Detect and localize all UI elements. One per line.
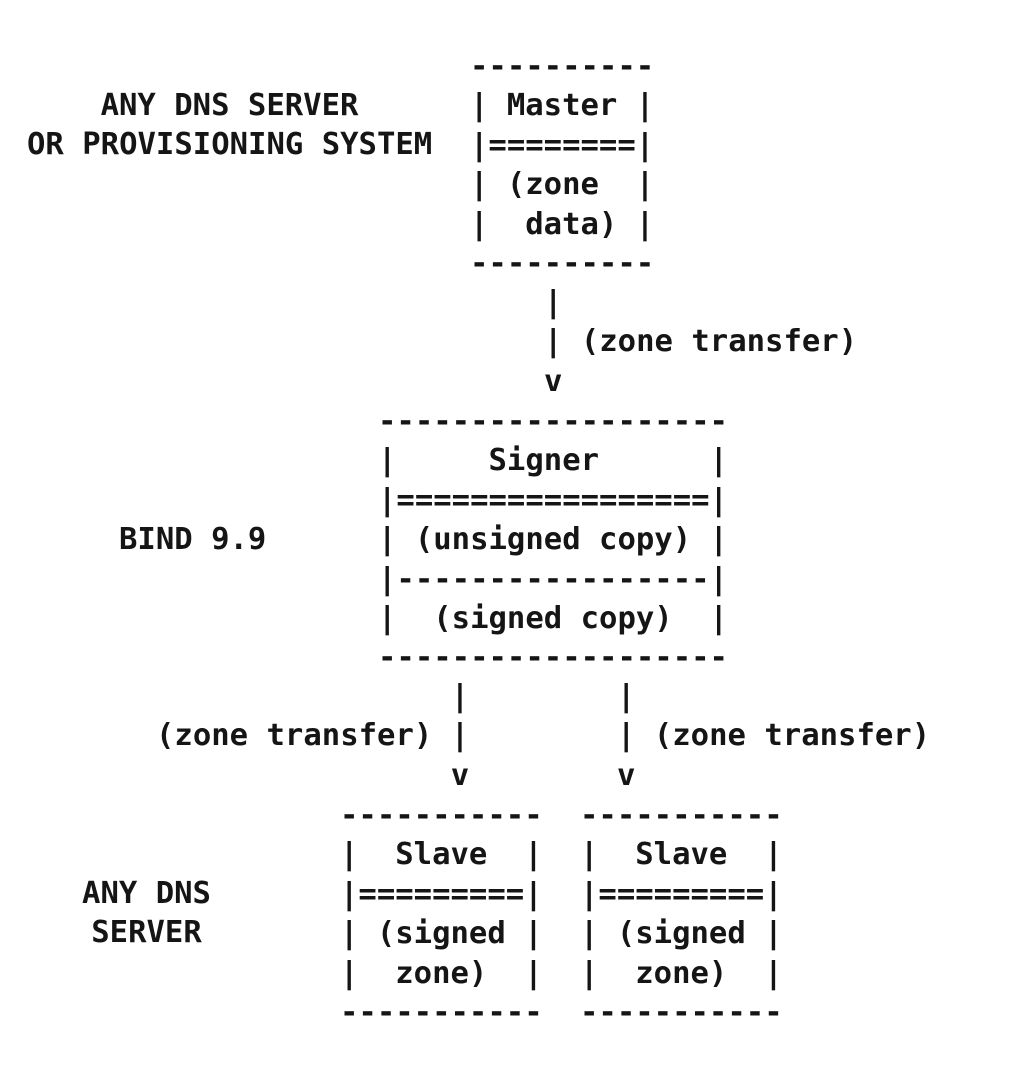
provisioning-system-label: ANY DNS SERVER OR PROVISIONING SYSTEM — [27, 88, 433, 163]
slave-box-left: ----------- | Slave | |=========| | (sig… — [340, 798, 543, 1031]
master-box: ---------- | Master | |========| | (zone… — [470, 49, 655, 282]
bind-version-label: BIND 9.9 — [119, 522, 267, 557]
zone-transfer-arrow-master-to-signer: | | (zone transfer) v — [544, 285, 858, 399]
zone-transfer-arrow-signer-to-left-slave: | (zone transfer) | v — [156, 679, 470, 793]
any-dns-server-label: ANY DNS SERVER — [82, 876, 211, 951]
slave-box-right: ----------- | Slave | |=========| | (sig… — [580, 798, 783, 1031]
signer-box: ------------------- | Signer | |========… — [378, 404, 728, 676]
zone-transfer-arrow-signer-to-right-slave: | | (zone transfer) v — [617, 679, 931, 793]
